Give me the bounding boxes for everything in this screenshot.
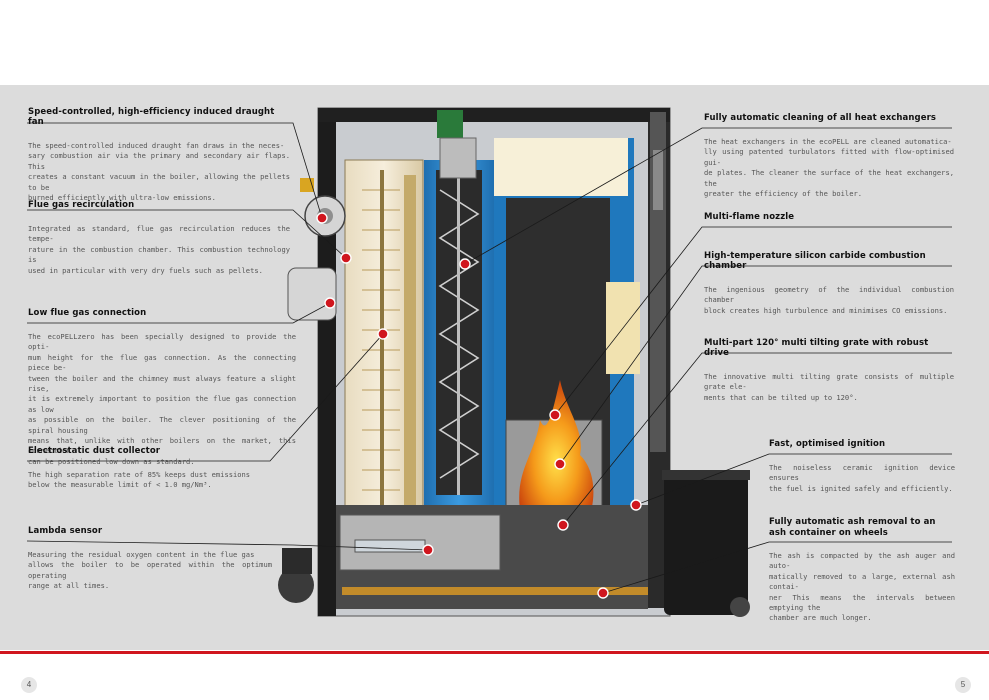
ash-drive-motor (278, 567, 314, 603)
side-insulation (606, 282, 640, 374)
callout-body: The innovative multi tilting grate consi… (704, 372, 954, 402)
control-display (653, 150, 663, 210)
chamber-top-insulation (494, 138, 628, 196)
callout-body: Measuring the residual oxygen content in… (28, 550, 272, 591)
callout-body: The heat exchangers in the ecoPELL are c… (704, 137, 954, 199)
cleaning-motor (437, 110, 463, 138)
callout-draught-fan: Speed-controlled, high-efficiency induce… (28, 107, 290, 203)
callout-title: Fast, optimised ignition (769, 439, 886, 449)
callout-body: Integrated as standard, flue gas recircu… (28, 224, 290, 275)
callout-body: The ecoPELLzero has been specially desig… (28, 332, 296, 466)
ash-container-lid (662, 470, 750, 480)
callout-title: Low flue gas connection (28, 308, 147, 318)
callout-body: The ingenious geometry of the individual… (704, 285, 954, 315)
callout-title: Fully automatic cleaning of all heat exc… (704, 113, 937, 123)
tank-right-tube (404, 175, 416, 505)
ash-container (664, 475, 748, 615)
callout-body: The ash is compacted by the ash auger an… (769, 551, 955, 623)
callout-body: The speed-controlled induced draught fan… (28, 141, 290, 203)
callout-dust-collector: Electrostatic dust collector The high se… (28, 446, 278, 491)
callout-title: Fully automatic ash removal to an ash co… (769, 517, 936, 538)
callout-silicon: High-temperature silicon carbide combust… (704, 251, 954, 316)
footer-accent-line (0, 651, 989, 654)
lambda-probe (354, 539, 426, 553)
page-number-right: 5 (955, 677, 971, 693)
callout-flue-recirculation: Flue gas recirculation Integrated as sta… (28, 200, 290, 276)
callout-title: Multi-flame nozzle (704, 212, 795, 222)
callout-ash: Fully automatic ash removal to an ash co… (769, 517, 955, 624)
draught-fan-hub (317, 208, 333, 224)
callout-lambda: Lambda sensor Measuring the residual oxy… (28, 526, 272, 592)
turbulator-rod (457, 170, 460, 495)
page-number-left: 4 (21, 677, 37, 693)
electrode-rod (380, 170, 384, 530)
ash-auger (342, 587, 648, 595)
callout-body: The noiseless ceramic ignition device en… (769, 463, 955, 493)
casing-top (318, 108, 670, 122)
fan-motor-yellow (300, 178, 314, 192)
callout-title: Electrostatic dust collector (28, 446, 161, 456)
callout-title: Speed-controlled, high-efficiency induce… (28, 107, 275, 127)
callout-grate: Multi-part 120° multi tilting grate with… (704, 338, 954, 403)
callout-low-flue: Low flue gas connection The ecoPELLzero … (28, 308, 296, 467)
callout-ignition: Fast, optimised ignition The noiseless c… (769, 439, 955, 494)
callout-title: Lambda sensor (28, 526, 103, 536)
callout-title: Multi-part 120° multi tilting grate with… (704, 338, 929, 358)
callout-title: High-temperature silicon carbide combust… (704, 251, 926, 271)
ash-container-wheel (730, 597, 750, 617)
callout-body: The high separation rate of 85% keeps du… (28, 470, 251, 490)
ash-drive-housing (282, 548, 312, 574)
turbulator-plates (438, 189, 480, 479)
casing-frame-left (318, 108, 336, 616)
callout-cleaning: Fully automatic cleaning of all heat exc… (704, 113, 954, 199)
cleaning-gearbox (439, 137, 477, 179)
callout-title: Flue gas recirculation (28, 200, 135, 210)
callout-multiflame: Multi-flame nozzle (704, 212, 954, 222)
